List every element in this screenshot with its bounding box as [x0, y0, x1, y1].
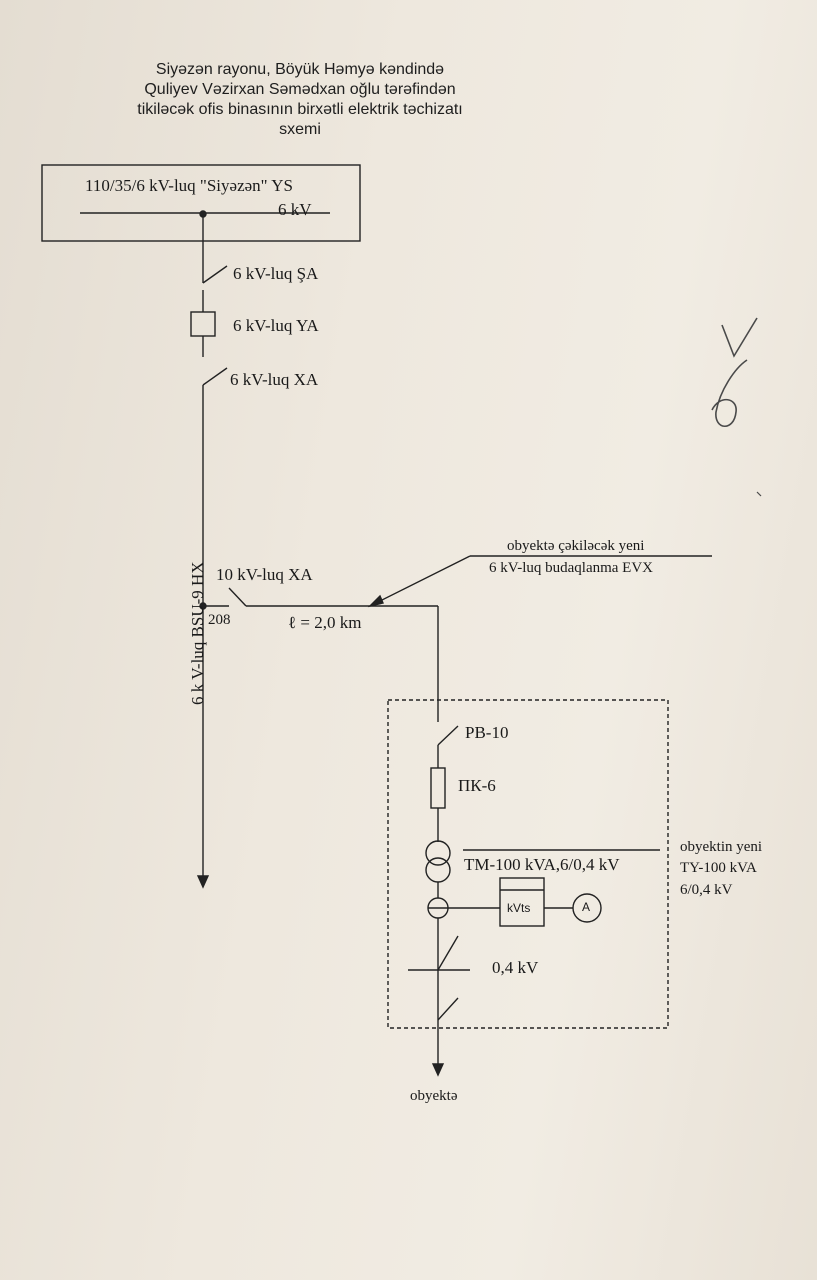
ammeter-label: A: [582, 900, 591, 914]
branch-switch: [228, 587, 247, 607]
note-pointer: [369, 555, 471, 607]
pk6-label: ПК-6: [458, 776, 496, 795]
title-line-4: sxemi: [279, 121, 321, 138]
lv-label: 0,4 kV: [492, 958, 539, 977]
diagram-title: Siyəzən rayonu, Böyük Həmyə kəndində Qul…: [90, 60, 510, 140]
title-line-2: Quliyev Vəzirxan Səmədxan oğlu tərəfində…: [144, 81, 456, 98]
load-arrow: [431, 1063, 445, 1077]
sa-switch: [202, 265, 228, 284]
bus-label: 6 kV: [278, 200, 312, 219]
transformer-primary: [425, 840, 451, 866]
pk6-fuse: [430, 767, 446, 809]
substation-name: 110/35/6 kV-luq "Siyəzən" YS: [85, 176, 293, 195]
title-line-1: Siyəzən rayonu, Böyük Həmyə kəndində: [155, 61, 445, 78]
rb10-switch: [437, 725, 459, 746]
ya-label: 6 kV-luq YA: [233, 316, 319, 335]
substation-box: [41, 164, 361, 242]
sa-label: 6 kV-luq ŞA: [233, 264, 319, 283]
xa-label: 6 kV-luq XA: [230, 370, 319, 389]
new-substation-note-1: obyektin yeni: [680, 839, 763, 855]
branch-note-1: obyektə çəkiləcək yeni: [507, 538, 645, 554]
load-label: obyektə: [410, 1088, 458, 1104]
lv-switch: [437, 997, 459, 1021]
transformer-label: TM-100 kVA,6/0,4 kV: [464, 855, 620, 874]
branch-switch-label: 10 kV-luq XA: [216, 565, 313, 584]
new-substation-note-2: TY-100 kVA: [680, 860, 757, 876]
new-substation-note-3: 6/0,4 kV: [680, 882, 733, 898]
feeder-arrow: [196, 875, 210, 889]
branch-note-2: 6 kV-luq budaqlanma EVX: [489, 560, 654, 576]
handwritten-mark: [711, 317, 758, 428]
meter-box: [499, 877, 545, 927]
title-line-3: tikiləcək ofis binasının birxətli elektr…: [137, 101, 463, 118]
new-substation-enclosure: [387, 699, 669, 1029]
ya-fuse: [190, 311, 216, 337]
rb10-label: РВ-10: [465, 723, 509, 742]
feeder-label: 6 k V-luq BSU-9 HX: [188, 561, 207, 705]
transformer-secondary: [425, 857, 451, 883]
ammeter: [572, 893, 602, 923]
lv-breaker: [437, 935, 459, 971]
branch-length: ℓ = 2,0 km: [288, 613, 362, 632]
meter-label: kVts: [507, 901, 531, 915]
pole-label: 208: [208, 612, 231, 628]
